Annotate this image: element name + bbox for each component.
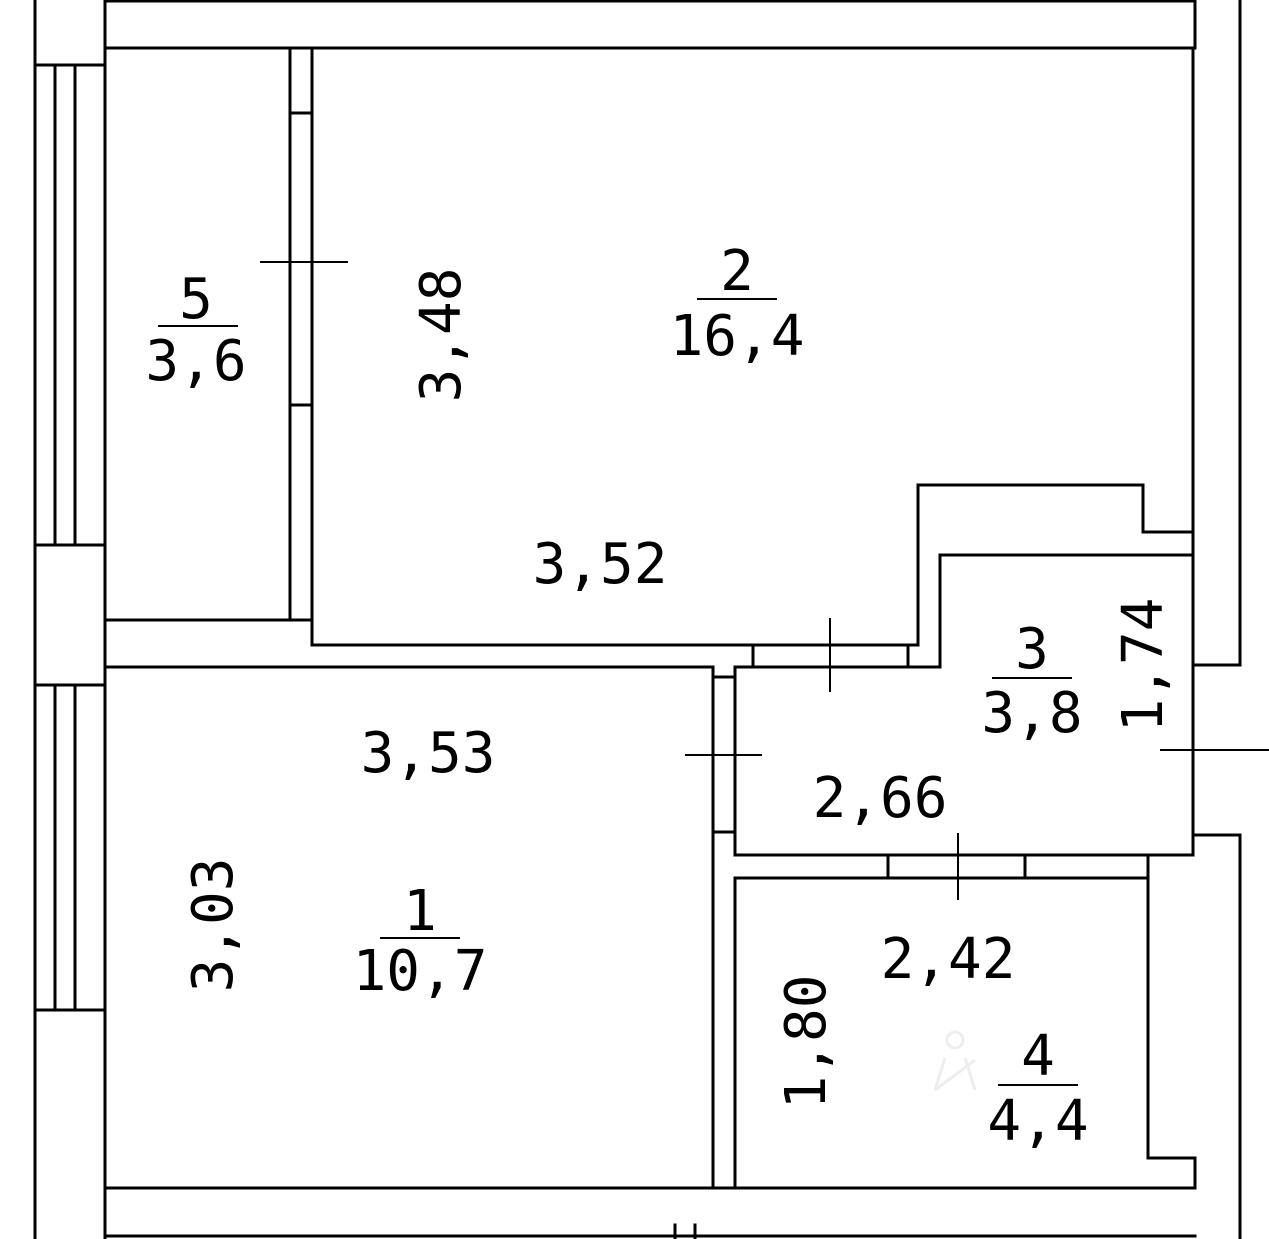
room-number: 2 <box>720 239 754 304</box>
cian-watermark-icon <box>933 1030 977 1092</box>
room-2-label: 2 16,4 <box>670 239 805 369</box>
room-4-label: 4 4,4 <box>987 1024 1088 1154</box>
room-area: 3,6 <box>145 329 246 394</box>
dimension-label: 1,80 <box>774 975 839 1110</box>
window-upper <box>33 63 107 547</box>
room-number: 5 <box>179 267 213 332</box>
room-1-label: 1 10,7 <box>353 879 488 1004</box>
room-5-label: 5 3,6 <box>145 267 246 394</box>
room-area: 3,8 <box>981 681 1082 746</box>
room-number: 4 <box>1021 1024 1055 1089</box>
room-area: 16,4 <box>670 304 805 369</box>
walls <box>33 0 1242 1239</box>
dimension-label: 3,48 <box>409 268 474 403</box>
dimension-ticks <box>260 261 1269 900</box>
dimension-label: 2,42 <box>881 927 1016 992</box>
room-number: 3 <box>1015 617 1049 682</box>
dimension-label: 3,53 <box>361 721 496 786</box>
room-number: 1 <box>403 879 437 944</box>
room-area: 10,7 <box>353 939 488 1004</box>
room-3-label: 3 3,8 <box>981 617 1082 746</box>
dimension-label: 3,52 <box>533 532 668 597</box>
doors <box>288 111 1027 880</box>
dimension-label: 1,74 <box>1111 598 1176 733</box>
dimension-label: 2,66 <box>813 766 948 831</box>
window-lower <box>33 683 107 1012</box>
room-area: 4,4 <box>987 1089 1088 1154</box>
dimension-label: 3,03 <box>181 858 246 993</box>
